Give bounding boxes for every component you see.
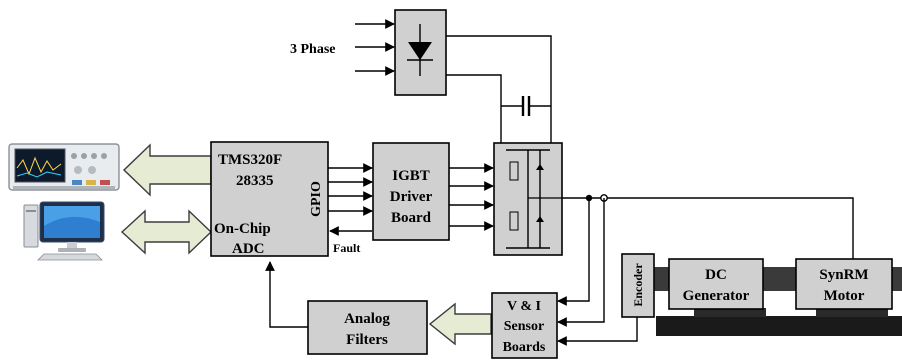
gpio-signal-arrows	[328, 163, 373, 236]
generator-label-line2: Generator	[683, 288, 750, 304]
adc-label-line1: On-Chip	[214, 221, 271, 237]
generator-foot	[694, 308, 766, 317]
adc-label-line2: ADC	[232, 241, 265, 257]
diode-rectifier-icon	[394, 9, 447, 96]
sensor-to-filters-arrow	[428, 302, 492, 346]
dsp-label-line2: 28335	[236, 173, 274, 189]
gpio-label: GPIO	[309, 181, 324, 217]
dc-generator-block	[668, 258, 764, 310]
encoder-block	[621, 253, 655, 318]
motor-supply-wires	[557, 194, 854, 346]
driver-label-line1: IGBT	[392, 168, 430, 184]
motor-foot	[816, 308, 888, 317]
base-plate	[656, 316, 902, 336]
filters-label-line1: Analog	[344, 311, 390, 327]
to-oscilloscope-arrow	[122, 143, 212, 197]
computer-link-arrow	[120, 209, 213, 255]
gate-signal-arrows	[449, 163, 494, 231]
filters-label-line2: Filters	[346, 332, 388, 348]
dsp-label-line1: TMS320F	[218, 152, 282, 168]
synrm-motor-block	[795, 258, 893, 310]
generator-label-line1: DC	[705, 267, 727, 283]
igbt-inverter-icon	[493, 142, 563, 256]
three-phase-input-arrows	[355, 19, 395, 76]
filters-to-adc-wire	[265, 261, 308, 328]
driver-label-line3: Board	[391, 210, 432, 226]
encoder-label: Encoder	[631, 263, 645, 307]
dc-link-capacitor-icon	[521, 96, 531, 116]
fault-label: Fault	[333, 241, 360, 255]
driver-label-line2: Driver	[390, 189, 433, 205]
dsp-block	[210, 141, 329, 257]
computer-icon	[23, 201, 105, 261]
motor-label-line1: SynRM	[819, 267, 868, 283]
igbt-driver-block	[372, 142, 450, 241]
sensor-label-line1: V & I	[507, 299, 541, 314]
sensor-boards-block	[491, 292, 558, 359]
dc-link-wires	[446, 35, 552, 145]
three-phase-label: 3 Phase	[290, 42, 336, 57]
sensor-label-line2: Sensor	[504, 319, 544, 334]
analog-filters-block	[307, 300, 428, 355]
oscilloscope-icon	[8, 143, 120, 191]
motor-label-line2: Motor	[824, 288, 865, 304]
sensor-label-line3: Boards	[503, 340, 546, 355]
